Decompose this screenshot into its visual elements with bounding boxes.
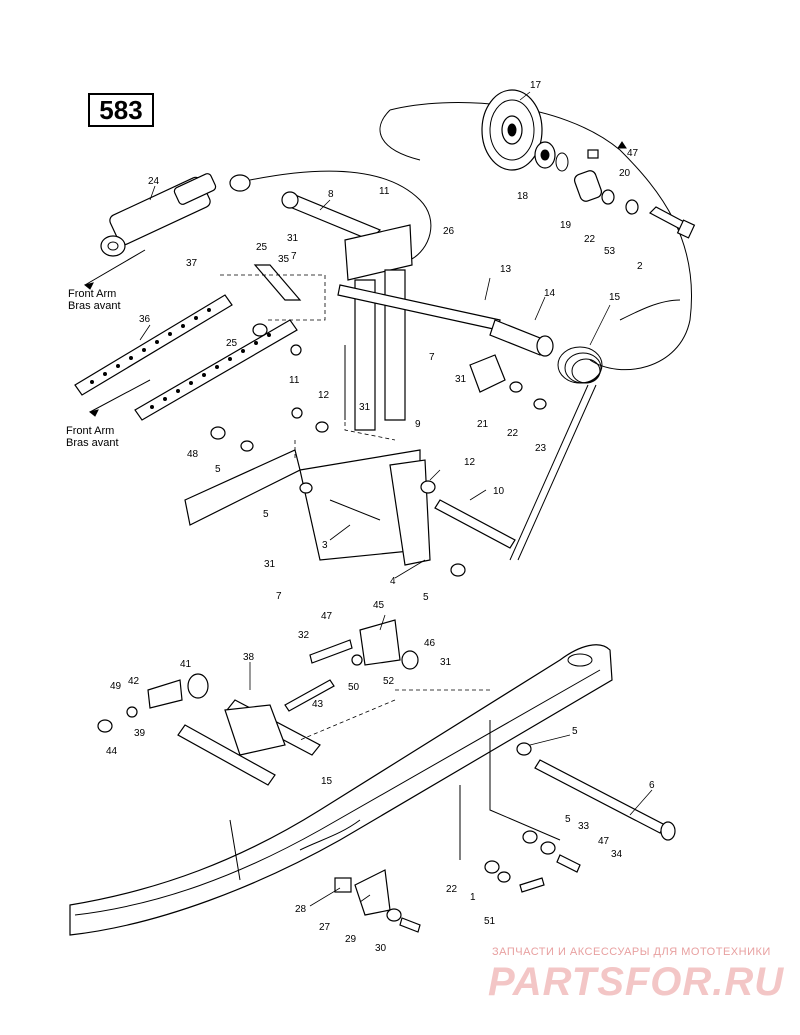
callout-12b: 12 [464,457,476,468]
watermark-brand-logo: PARTSFOR.RU [488,960,785,1004]
callout-25b: 25 [226,338,238,349]
callout-6: 6 [649,780,655,791]
callout-38: 38 [243,652,255,663]
callout-41: 41 [180,659,192,670]
front-arm-note-2-line2: Bras avant [66,437,119,449]
callout-22c: 22 [446,884,458,895]
callout-13: 13 [500,264,512,275]
callout-30: 30 [375,943,387,954]
callout-24: 24 [148,176,160,187]
callout-31: 31 [287,233,299,244]
callout-36: 36 [139,314,151,325]
callout-51: 51 [484,916,496,927]
callout-26: 26 [443,226,455,237]
callout-50: 50 [348,682,360,693]
callout-9: 9 [415,419,421,430]
callout-1: 1 [470,892,476,903]
callout-5c: 5 [423,592,429,603]
callout-31e: 31 [440,657,452,668]
callout-28: 28 [295,904,307,915]
callout-3: 3 [322,540,328,551]
callout-31c: 31 [359,402,371,413]
callout-5b: 5 [263,509,269,520]
callout-7: 7 [291,251,297,262]
callout-34: 34 [611,849,623,860]
callout-27: 27 [319,922,331,933]
shock-absorber [100,170,432,261]
callout-47: 47 [627,148,639,159]
front-arm-note-2-line1: Front Arm [66,425,114,437]
callout-35: 35 [278,254,290,265]
callout-2: 2 [637,261,643,272]
callout-53: 53 [604,246,616,257]
callout-22: 22 [584,234,596,245]
callout-44: 44 [106,746,118,757]
callout-5e: 5 [565,814,571,825]
callout-20: 20 [619,168,631,179]
callout-23: 23 [535,443,547,454]
callout-31d: 31 [264,559,276,570]
callout-45: 45 [373,600,385,611]
callout-39: 39 [134,728,146,739]
callout-10: 10 [493,486,505,497]
callout-12: 12 [318,390,330,401]
callout-15b: 15 [321,776,333,787]
callout-21: 21 [477,419,489,430]
callout-47c: 47 [598,836,610,847]
callout-42: 42 [128,676,140,687]
callout-46: 46 [424,638,436,649]
callout-49: 49 [110,681,122,692]
callout-11: 11 [379,186,390,197]
callout-25: 25 [256,242,268,253]
callout-11b: 11 [289,375,300,386]
idler-wheel [481,89,543,171]
callout-47b: 47 [321,611,333,622]
watermark-tagline: ЗАПЧАСТИ И АКСЕССУАРЫ ДЛЯ МОТОТЕХНИКИ [492,946,771,958]
callout-4: 4 [390,576,396,587]
callout-22b: 22 [507,428,519,439]
callout-7b: 7 [429,352,435,363]
callout-5d: 5 [572,726,578,737]
slide-rail [69,644,613,936]
page-number-box: 583 [88,93,154,127]
callout-15: 15 [609,292,621,303]
callout-43: 43 [312,699,324,710]
callout-18: 18 [517,191,529,202]
callout-37: 37 [186,258,198,269]
callout-14: 14 [544,288,556,299]
callout-7c: 7 [276,591,282,602]
front-arm-note-1-line2: Bras avant [68,300,121,312]
callout-52: 52 [383,676,395,687]
callout-31b: 31 [455,374,467,385]
callout-19: 19 [560,220,572,231]
front-arm-note-1-line1: Front Arm [68,288,116,300]
callout-8: 8 [328,189,334,200]
callout-17: 17 [530,80,542,91]
callout-32: 32 [298,630,310,641]
callout-33: 33 [578,821,590,832]
callout-48: 48 [187,449,199,460]
callout-5a: 5 [215,464,221,475]
torsion-spring [509,346,603,561]
callout-29: 29 [345,934,357,945]
